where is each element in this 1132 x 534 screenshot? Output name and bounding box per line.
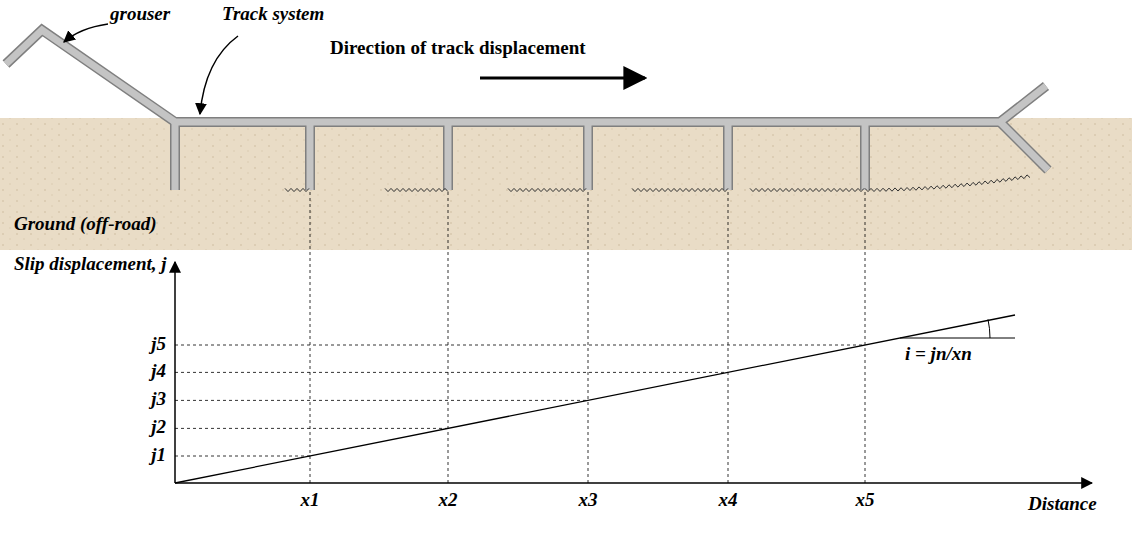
- tick-label: j4: [151, 361, 166, 382]
- track-fill: [6, 30, 1046, 122]
- projection-line: [448, 192, 449, 483]
- projection-line: [728, 192, 729, 483]
- direction-label: Direction of track displacement: [330, 38, 586, 59]
- track-outline: [305, 122, 315, 190]
- projection-line: [310, 192, 311, 483]
- projection-line: [175, 400, 588, 401]
- shear-line: [750, 188, 864, 191]
- track-outline: [583, 122, 593, 190]
- track-outline: [170, 122, 180, 190]
- track-leader: [200, 36, 238, 114]
- projection-line: [588, 192, 589, 483]
- part-label: grouser: [110, 4, 170, 25]
- shear-line: [285, 188, 309, 191]
- tick-label: j3: [151, 389, 166, 410]
- tick-label: j5: [151, 334, 166, 355]
- reference-line: [900, 338, 1015, 339]
- slip-graph: [175, 192, 1092, 483]
- track-outline: [723, 122, 733, 190]
- tick-label: x5: [856, 490, 875, 511]
- tick-label: x2: [439, 490, 458, 511]
- slip-ratio-formula: i = jn/xn: [905, 344, 972, 365]
- region-label: Ground (off-road): [14, 214, 157, 235]
- part-label: Track system: [222, 4, 324, 25]
- track-fill: [862, 122, 869, 190]
- track-fill: [725, 122, 732, 190]
- angle-arc: [988, 319, 990, 338]
- projection-line: [175, 345, 865, 346]
- track-outline: [6, 30, 1046, 122]
- track-system: [6, 30, 1048, 190]
- shear-line: [385, 188, 448, 191]
- tick-label: j1: [151, 445, 166, 466]
- x-axis: [175, 482, 1092, 484]
- track-fill: [585, 122, 592, 190]
- projection-line: [175, 372, 728, 373]
- shear-lines: [285, 175, 1030, 192]
- shear-line: [508, 188, 586, 191]
- slip-line: [175, 315, 1015, 483]
- projection-line: [865, 192, 866, 483]
- track-fill: [172, 122, 179, 190]
- projection-line: [175, 456, 310, 457]
- tick-label: x1: [301, 490, 320, 511]
- track-fill: [307, 122, 314, 190]
- track-fill: [445, 122, 452, 190]
- tick-label: x4: [719, 490, 738, 511]
- track-outline: [1000, 122, 1048, 170]
- direction-arrow: [480, 77, 645, 80]
- shear-line: [632, 188, 728, 191]
- axis-title: Slip displacement, j: [14, 254, 167, 275]
- tick-label: x3: [579, 490, 598, 511]
- projection-line: [175, 428, 448, 429]
- axis-title: Distance: [1028, 494, 1097, 515]
- track-outline: [443, 122, 453, 190]
- track-fill: [1000, 122, 1048, 170]
- tick-label: j2: [151, 417, 166, 438]
- track-outline: [860, 122, 870, 190]
- grouser-leader: [64, 24, 108, 42]
- shear-line: [865, 175, 1030, 192]
- ground-band: [0, 118, 1132, 250]
